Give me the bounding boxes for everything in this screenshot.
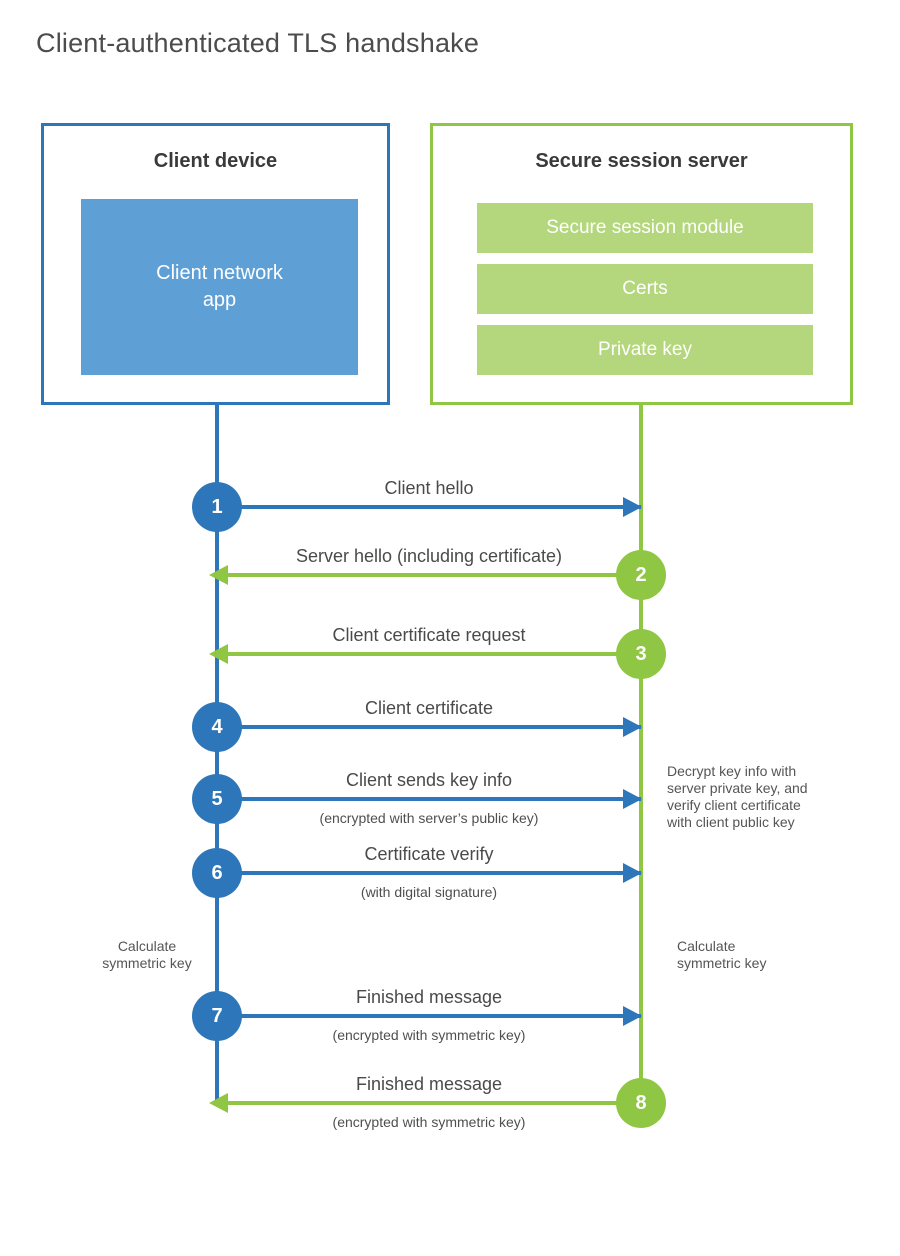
server-lifeline [639,405,643,1104]
step-label: Client certificate request [332,625,526,645]
server-certs-bar: Certs [477,264,813,314]
step-number-badge: 4 [192,702,242,752]
arrow-right-icon [623,717,642,737]
arrow-line [217,725,641,729]
server-private-key-label: Private key [598,339,692,360]
server-module-bar: Secure session module [477,203,813,253]
step-label: Client hello [384,478,474,498]
step-sublabel: (encrypted with server’s public key) [319,810,539,826]
step-label: Server hello (including certificate) [295,546,563,566]
step-number-badge: 2 [616,550,666,600]
step-number-badge: 3 [616,629,666,679]
step-label: Finished message [355,1074,503,1094]
step-sublabel: (with digital signature) [360,884,498,900]
client-network-app-label: Client network app [156,262,283,311]
step-number-badge: 8 [616,1078,666,1128]
arrow-line [217,1101,641,1105]
step-number-badge: 1 [192,482,242,532]
calculate-symmetric-key-note-server: Calculate symmetric key [677,938,817,972]
arrow-line [217,573,641,577]
secure-session-server-box: Secure session server Secure session mod… [430,123,853,405]
client-lifeline [215,405,219,1105]
step-number-badge: 5 [192,774,242,824]
arrow-left-icon [209,565,228,585]
secure-session-server-title: Secure session server [535,150,748,172]
arrow-line [217,1014,641,1018]
step-number-badge: 6 [192,848,242,898]
arrow-left-icon [209,1093,228,1113]
server-certs-label: Certs [622,278,668,299]
server-module-label: Secure session module [546,217,744,238]
arrow-right-icon [623,497,642,517]
client-device-box: Client device Client network app [41,123,390,405]
page-title: Client-authenticated TLS handshake [36,28,480,58]
server-private-key-bar: Private key [477,325,813,375]
step-label: Certificate verify [364,844,494,864]
arrow-line [217,797,641,801]
calculate-symmetric-key-note-client: Calculate symmetric key [57,938,237,972]
arrow-line [217,871,641,875]
arrow-right-icon [623,1006,642,1026]
client-device-title: Client device [153,150,278,172]
step-sublabel: (encrypted with symmetric key) [332,1114,526,1130]
arrow-line [217,505,641,509]
decrypt-key-note: Decrypt key info with server private key… [667,763,808,830]
arrow-left-icon [209,644,228,664]
calculate-symmetric-key-text: Calculate symmetric key [102,938,192,971]
step-label: Client certificate [364,698,494,718]
arrow-line [217,652,641,656]
step-number-badge: 7 [192,991,242,1041]
step-sublabel: (encrypted with symmetric key) [332,1027,526,1043]
arrow-right-icon [623,863,642,883]
client-network-app-box: Client network app [81,199,358,375]
calculate-symmetric-key-text: Calculate symmetric key [677,938,767,971]
step-label: Client sends key info [345,770,513,790]
step-label: Finished message [355,987,503,1007]
arrow-right-icon [623,789,642,809]
